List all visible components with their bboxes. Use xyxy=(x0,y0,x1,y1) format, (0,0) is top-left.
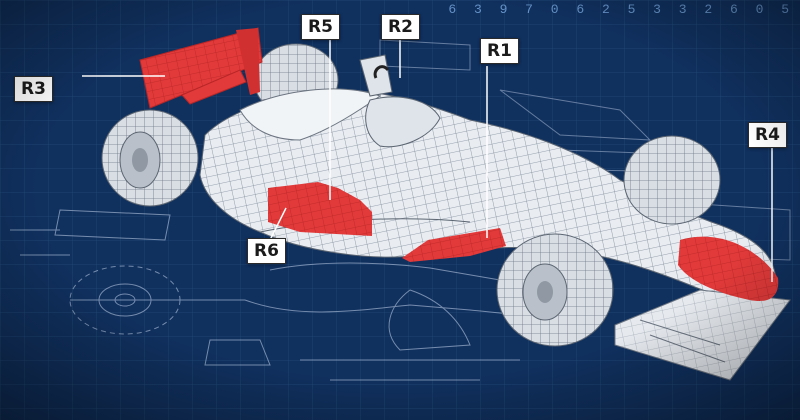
callout-label-r3: R3 xyxy=(14,76,53,102)
callout-label-r2: R2 xyxy=(381,14,420,40)
rear-wheel-front xyxy=(101,109,199,207)
callout-label-r6: R6 xyxy=(247,238,286,264)
front-wheel-back xyxy=(623,135,721,225)
callout-label-r4: R4 xyxy=(748,122,787,148)
header-digit-code: 6 3 9 7 0 6 2 5 3 3 2 6 0 5 xyxy=(448,2,794,17)
callout-label-r1: R1 xyxy=(480,38,519,64)
front-wheel-front xyxy=(496,233,614,347)
callout-label-r5: R5 xyxy=(301,14,340,40)
